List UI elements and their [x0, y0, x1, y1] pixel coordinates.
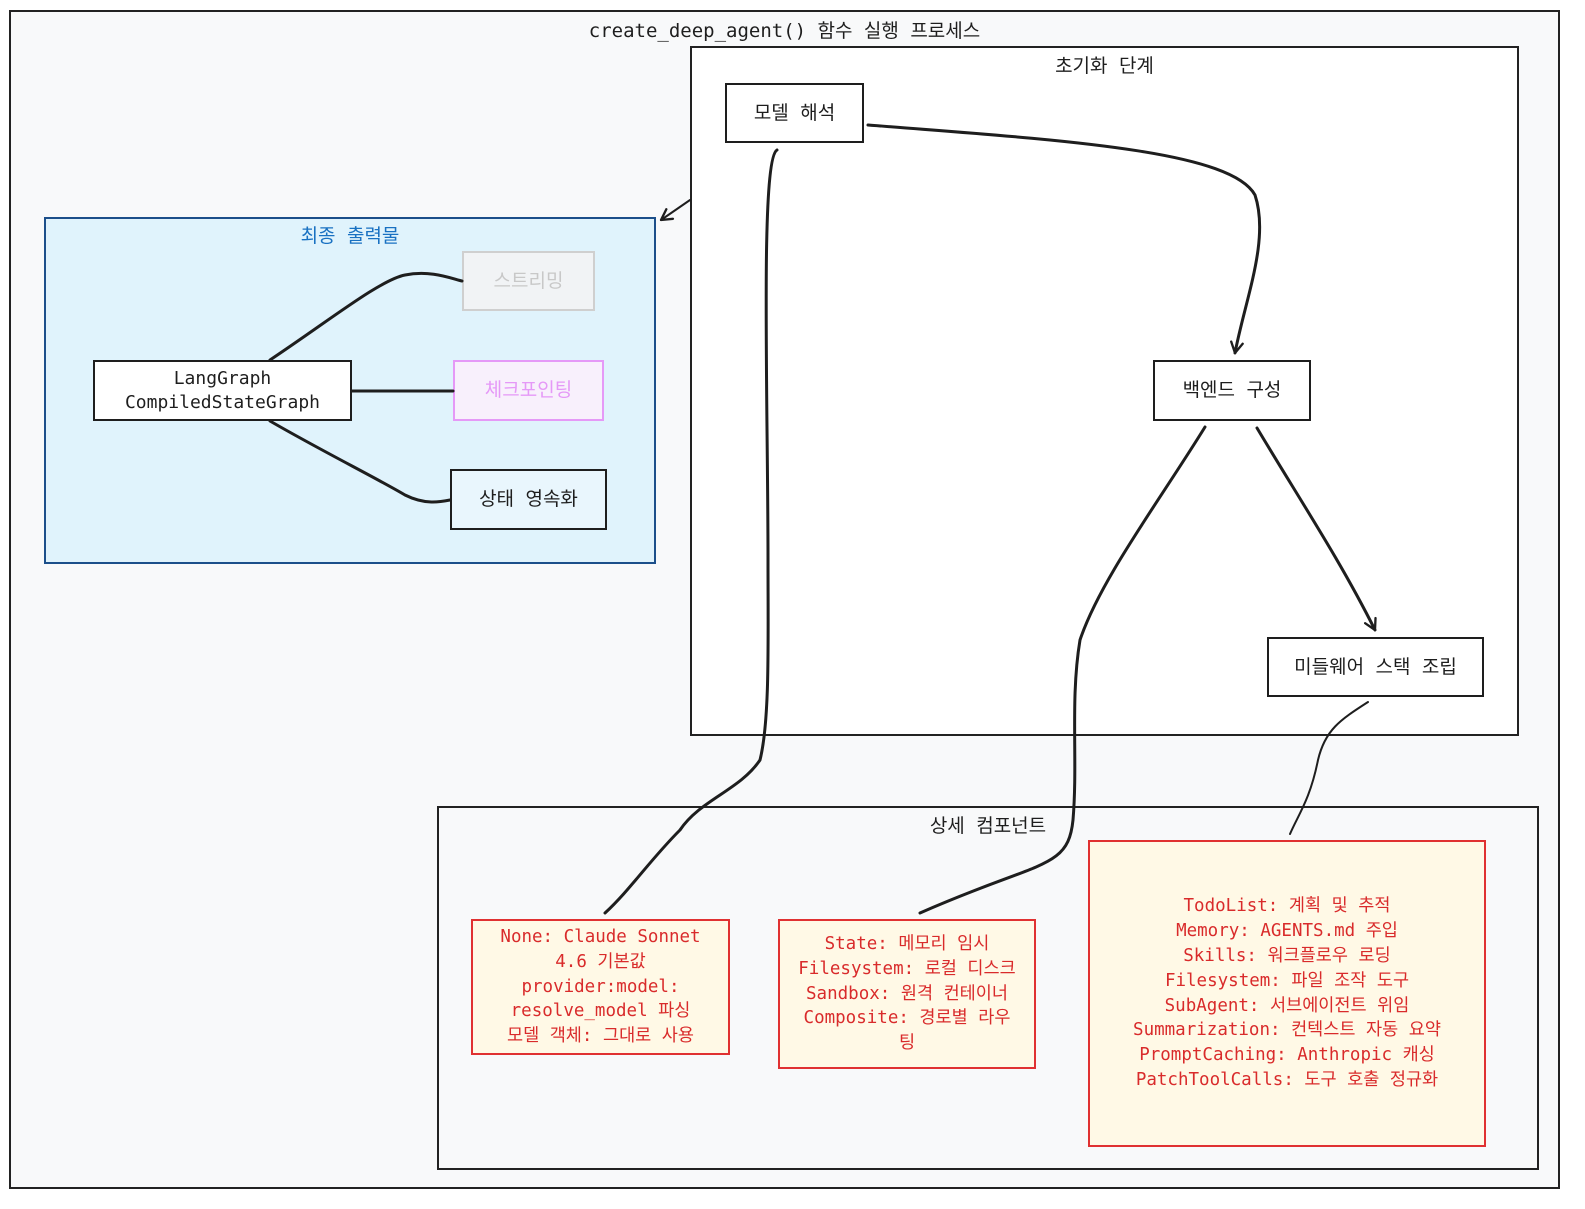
state-persistence-node: 상태 영속화: [450, 469, 607, 530]
middleware-detail-note: TodoList: 계획 및 추적 Memory: AGENTS.md 주입 S…: [1088, 840, 1486, 1147]
streaming-node: 스트리밍: [462, 251, 595, 311]
model-detail-note: None: Claude Sonnet 4.6 기본값 provider:mod…: [471, 919, 730, 1055]
backend-config-node: 백엔드 구성: [1153, 360, 1311, 421]
init-stage-title: 초기화 단계: [1055, 55, 1154, 77]
output-frame-title: 최종 출력물: [300, 225, 400, 247]
checkpointing-node: 체크포인팅: [453, 360, 604, 421]
details-frame-title: 상세 컴포넌트: [929, 815, 1047, 837]
model-resolution-node: 모델 해석: [725, 83, 864, 143]
diagram-title: create_deep_agent() 함수 실행 프로세스: [588, 20, 981, 42]
langgraph-node: LangGraph CompiledStateGraph: [93, 360, 352, 421]
init-stage-frame: 초기화 단계: [690, 46, 1519, 736]
middleware-stack-node: 미들웨어 스택 조립: [1267, 637, 1484, 697]
backend-detail-note: State: 메모리 임시 Filesystem: 로컬 디스크 Sandbox…: [778, 919, 1036, 1069]
